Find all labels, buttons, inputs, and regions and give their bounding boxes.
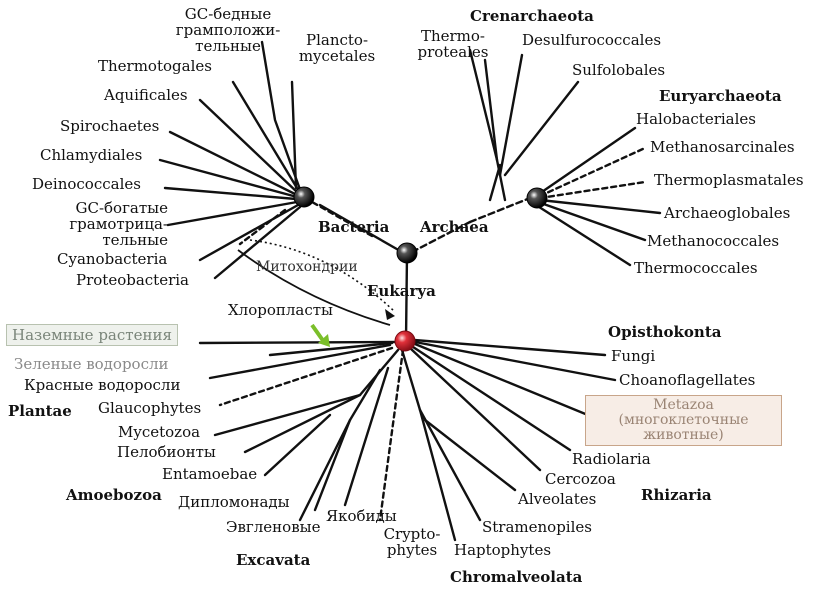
taxon-thermoproteales: Thermo- proteales: [417, 27, 489, 61]
label-mitochondria: Митохондрии: [256, 259, 358, 275]
taxon-thermotogales: Thermotogales: [98, 57, 212, 75]
taxon-choanoflagellates: Choanoflagellates: [619, 371, 756, 389]
taxon-halobacteriales: Halobacteriales: [636, 110, 756, 128]
taxon-aquificales: Aquificales: [104, 86, 188, 104]
taxon-haptophytes: Haptophytes: [454, 541, 552, 559]
taxon-alveolates: Alveolates: [518, 490, 597, 508]
taxon-metazoa: Metazoa (многоклеточные животные): [585, 395, 782, 446]
group-plantae: Plantae: [8, 402, 72, 420]
taxon-land-plants: Наземные растения: [6, 324, 178, 346]
group-opisthokonta: Opisthokonta: [608, 323, 722, 341]
taxon-euglenoids: Эвгленовые: [226, 518, 321, 536]
taxon-planctomycetales: Plancto- mycetales: [298, 31, 376, 65]
archaea-node: [526, 187, 548, 209]
taxon-methanococcales: Methanococcales: [647, 232, 780, 250]
taxon-sulfolobales: Sulfolobales: [572, 61, 666, 79]
taxon-thermococcales: Thermococcales: [634, 259, 758, 277]
group-rhizaria: Rhizaria: [641, 486, 712, 504]
taxon-mycetozoa: Mycetozoa: [118, 423, 201, 441]
bacteria-node: [293, 186, 315, 208]
taxon-proteobacteria: Proteobacteria: [76, 271, 189, 289]
taxon-radiolaria: Radiolaria: [572, 450, 651, 468]
taxon-entamoebae: Entamoebae: [162, 465, 258, 483]
taxon-chlamydiales: Chlamydiales: [40, 146, 143, 164]
taxon-green-algae: Зеленые водоросли: [14, 355, 169, 373]
taxon-red-algae: Красные водоросли: [24, 376, 181, 394]
taxon-fungi: Fungi: [611, 347, 656, 365]
stem-archaea: [410, 220, 472, 254]
taxon-archaeoglobales: Archaeoglobales: [664, 204, 791, 222]
label-chloroplasts: Хлоропласты: [228, 301, 333, 319]
group-amoebozoa: Amoebozoa: [66, 486, 162, 504]
taxon-diplomonads: Дипломонады: [178, 493, 290, 511]
taxon-spirochaetes: Spirochaetes: [60, 117, 160, 135]
group-euryarchaeota: Euryarchaeota: [659, 87, 782, 105]
root-node: [396, 242, 418, 264]
group-eukarya: Eukarya: [367, 282, 436, 300]
taxon-gc-rich: GC-богатые грамотрица- тельные: [69, 199, 168, 249]
taxon-cyanobacteria: Cyanobacteria: [57, 250, 168, 268]
chloroplast-arrow: [310, 323, 326, 344]
taxon-pelobionts: Пелобионты: [117, 443, 216, 461]
stem-root-eukarya: [404, 252, 409, 342]
group-excavata: Excavata: [236, 551, 311, 569]
taxon-stramenopiles: Stramenopiles: [482, 518, 592, 536]
group-chromalveolata: Chromalveolata: [450, 568, 583, 586]
taxon-cryptophytes: Crypto- phytes: [383, 525, 441, 559]
group-crenarchaeota: Crenarchaeota: [470, 7, 594, 25]
taxon-desulfurococcales: Desulfurococcales: [522, 31, 662, 49]
group-bacteria: Bacteria: [318, 218, 390, 236]
taxon-thermoplasmatales: Thermoplasmatales: [654, 171, 804, 189]
taxon-cercozoa: Cercozoa: [545, 470, 616, 488]
group-archaea: Archaea: [420, 218, 489, 236]
mitochondria-arrow: [249, 239, 396, 313]
taxon-gc-poor: GC-бедные грамположи- тельные: [175, 5, 281, 55]
taxon-methanosarcinales: Methanosarcinales: [650, 138, 795, 156]
taxon-jakobids: Якобиды: [326, 507, 397, 525]
eukarya-node: [394, 330, 416, 352]
taxon-deinococcales: Deinococcales: [32, 175, 141, 193]
taxon-glaucophytes: Glaucophytes: [98, 399, 202, 417]
